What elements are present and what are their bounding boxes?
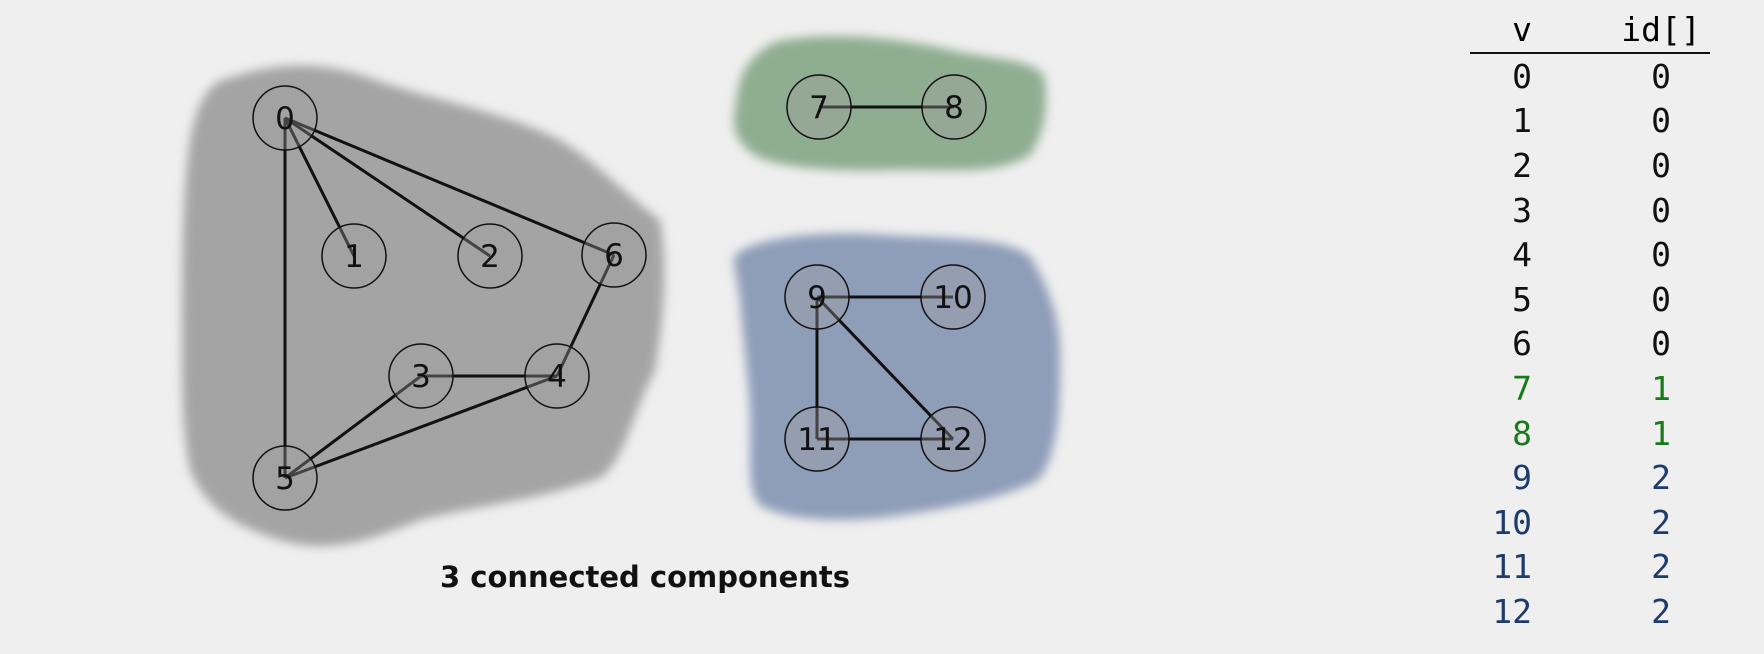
component-1-region (733, 36, 1046, 171)
node-circle (784, 264, 850, 330)
edge-6-4 (555, 254, 616, 377)
node-label: 4 (547, 359, 567, 395)
node-label: 10 (933, 280, 972, 316)
node-label: 6 (604, 238, 624, 274)
node-circle (786, 74, 852, 140)
component-id-cell: 0 (1651, 56, 1671, 96)
node-circle (252, 445, 318, 511)
edge-4-5 (284, 374, 558, 480)
component-id-cell: 1 (1651, 368, 1671, 408)
node-circle (581, 222, 647, 288)
node-circle (921, 74, 987, 140)
table-row: 10 2 (1470, 500, 1710, 545)
node-6: 6 (581, 222, 647, 288)
edge-0-6 (284, 116, 615, 257)
node-circle (920, 406, 986, 472)
node-label: 12 (933, 422, 972, 458)
edge-0-1 (283, 117, 356, 257)
component-id-cell: 2 (1651, 502, 1671, 542)
node-label: 7 (809, 90, 829, 126)
component-id-cell: 2 (1651, 591, 1671, 631)
node-label: 8 (944, 90, 964, 126)
edge-9-12 (815, 295, 955, 441)
caption: 3 connected components (439, 560, 851, 594)
component-id-cell: 2 (1651, 458, 1671, 498)
component-0-region (181, 65, 665, 547)
vertex-cell: 11 (1492, 547, 1532, 587)
node-circle (524, 343, 590, 409)
node-5: 5 (252, 445, 318, 511)
node-circle (388, 343, 454, 409)
node-1: 1 (321, 223, 387, 289)
vertex-cell: 9 (1512, 458, 1532, 498)
component-id-cell: 1 (1651, 413, 1671, 453)
node-2: 2 (457, 223, 523, 289)
edge-0-2 (284, 116, 491, 258)
node-label: 9 (807, 280, 827, 316)
vertex-cell: 12 (1492, 591, 1532, 631)
node-circle (784, 406, 850, 472)
vertex-cell: 8 (1512, 413, 1532, 453)
node-circle (252, 85, 318, 151)
node-label: 1 (344, 239, 364, 275)
component-id-cell: 0 (1651, 145, 1671, 185)
vertex-cell: 2 (1512, 145, 1532, 185)
component-id-cell: 0 (1651, 279, 1671, 319)
vertex-cell: 10 (1492, 502, 1532, 542)
header-id: id[] (1621, 10, 1701, 49)
node-12: 12 (920, 406, 986, 472)
node-label: 3 (411, 359, 431, 395)
node-9: 9 (784, 264, 850, 330)
node-label: 5 (275, 461, 295, 497)
component-id-cell: 0 (1651, 235, 1671, 275)
table-header: v id[] (1470, 8, 1710, 54)
header-v: v (1512, 10, 1532, 49)
vertex-cell: 1 (1512, 101, 1532, 141)
node-3: 3 (388, 343, 454, 409)
node-11: 11 (784, 406, 850, 472)
table-row: 11 2 (1470, 545, 1710, 590)
node-7: 7 (786, 74, 852, 140)
node-label: 0 (275, 101, 295, 137)
component-id-cell: 0 (1651, 190, 1671, 230)
vertex-cell: 0 (1512, 56, 1532, 96)
vertex-cell: 5 (1512, 279, 1532, 319)
node-label: 11 (797, 422, 836, 458)
node-0: 0 (252, 85, 318, 151)
node-4: 4 (524, 343, 590, 409)
table-row: 12 2 (1470, 589, 1710, 634)
node-label: 2 (480, 239, 500, 275)
node-circle (457, 223, 523, 289)
node-8: 8 (921, 74, 987, 140)
node-circle (321, 223, 387, 289)
vertex-cell: 3 (1512, 190, 1532, 230)
component-2-region (734, 233, 1061, 520)
vertex-cell: 7 (1512, 368, 1532, 408)
component-id-cell: 2 (1651, 547, 1671, 587)
vertex-cell: 4 (1512, 235, 1532, 275)
vertex-cell: 6 (1512, 324, 1532, 364)
component-id-cell: 0 (1651, 324, 1671, 364)
edge-3-5 (284, 374, 422, 480)
component-id-cell: 0 (1651, 101, 1671, 141)
node-10: 10 (920, 264, 986, 330)
node-circle (920, 264, 986, 330)
